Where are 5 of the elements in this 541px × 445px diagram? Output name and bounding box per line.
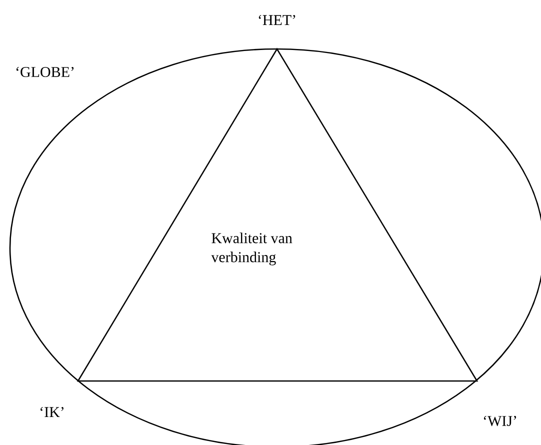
vertex-label: ‘IK’ <box>40 407 64 417</box>
vertex-label: ‘WIJ’ <box>484 416 516 426</box>
center-text: Kwaliteit van verbinding <box>211 232 292 266</box>
globe-label: ‘GLOBE’ <box>16 66 74 78</box>
vertex-label: ‘HET’ <box>258 15 296 25</box>
